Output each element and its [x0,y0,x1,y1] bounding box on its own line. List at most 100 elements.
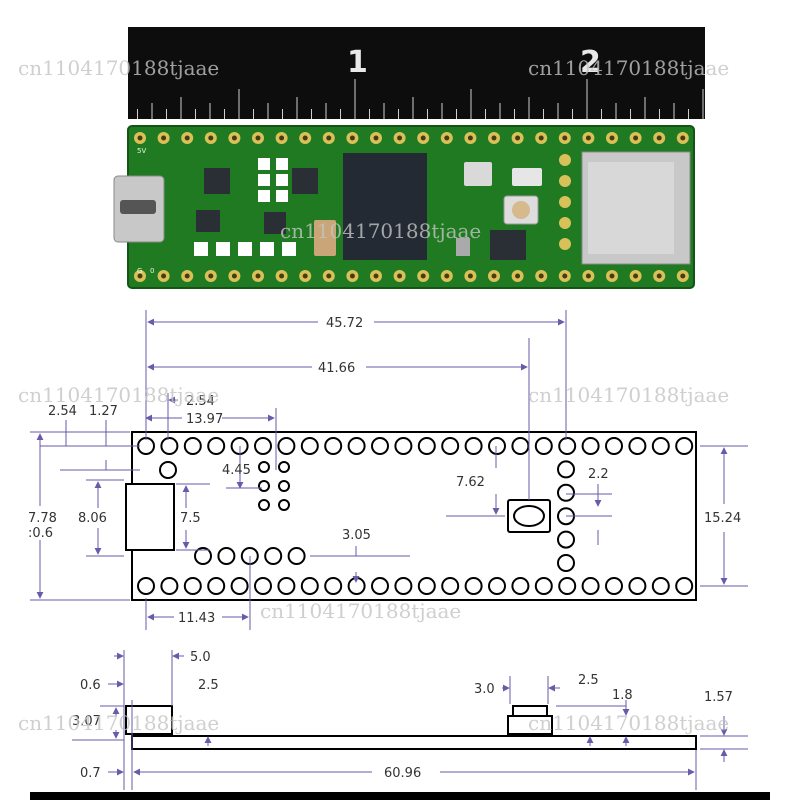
pcb-pad [559,196,571,208]
top-view-hole [159,461,177,479]
pcb-pad-hole [491,135,497,141]
pcb-pad-hole [515,273,521,279]
top-view-hole [183,437,202,455]
top-view-small-hole [258,480,270,492]
top-view-hole [324,437,343,455]
top-view-hole [581,437,600,455]
pcb-pad-hole [279,273,285,279]
dim-7-5: 7.5 [180,511,201,526]
watermark-text: cn1104170188tjaae [528,56,729,80]
top-view-hole [464,577,483,595]
dim-0-6: 0.6 [80,678,101,693]
pcb-pad-hole [609,135,615,141]
ruler: 1 2 [128,27,705,119]
pcb-pad-hole [420,135,426,141]
pcb-pad-hole [137,135,143,141]
pcb-mid-pads [194,158,296,256]
top-view-hole [557,530,575,549]
pcb-pad-hole [373,135,379,141]
pcb-pad-hole [585,273,591,279]
watermarks: cn1104170188tjaae cn1104170188tjaae cn11… [18,56,729,735]
ruler-ticks [137,79,704,119]
pcb-pad-hole [562,135,568,141]
dim-45-72: 45.72 [326,316,363,331]
top-view-hole [347,577,366,595]
pcb-lower-pad [194,242,208,256]
pcb-pad-hole [656,273,662,279]
top-view-hole [137,577,155,595]
crystal [464,162,492,186]
usb-port-opening [120,200,156,214]
pcb-pad-hole [444,273,450,279]
pcb-mid-pad [276,190,288,202]
pcb-pad-hole [373,273,379,279]
top-view-hole [651,577,670,595]
ruler-body [128,27,705,119]
pcb-pad-hole [420,273,426,279]
side-view-dimension-labels: 0.6 5.0 2.5 3.07 0.7 60.96 3.0 2.5 1.8 1… [72,650,733,781]
pcb-pad-hole [302,135,308,141]
side-view-board [131,735,697,750]
pcb-lower-pad [260,242,274,256]
top-view-hole [534,437,553,455]
top-view-hole [183,577,202,595]
pcb-pad [559,238,571,250]
top-view-hole [230,577,249,595]
pcb-pad-hole [184,135,190,141]
watermark-text: cn1104170188tjaae [18,56,219,80]
pcb-mid-pad [258,158,270,170]
top-view-hole [675,577,694,595]
pcb-pad-hole [161,135,167,141]
top-view-hole [371,437,389,455]
dim-2-5-right: 2.5 [578,673,599,688]
top-view-dimension-labels: 45.72 41.66 2.54 2.54 1.27 13.97 4.45 7.… [28,316,741,626]
top-view-hole [675,437,694,455]
dim-7-62: 7.62 [456,475,485,490]
pcb-pad-hole [491,273,497,279]
pcb-pad-hole [184,273,190,279]
top-view-hole [137,437,155,455]
silk-label: 0 [150,267,154,275]
top-view-holes [137,437,694,595]
top-view-hole [324,577,343,595]
top-view-hole [277,577,296,595]
top-view-hole [511,437,530,455]
pcb-pad-hole [680,135,686,141]
watermark-text: cn1104170188tjaae [280,219,481,243]
silk-label: 5V [137,147,146,155]
pcb-mid-pad [258,190,270,202]
pcb-pad-hole [279,135,285,141]
top-view-small-hole [278,461,290,473]
side-view-usb [125,705,173,735]
pcb-pad-hole [255,273,261,279]
top-view-hole [488,577,506,595]
side-view-button-cap [512,705,548,717]
led [456,238,470,256]
main-processor-chip [343,153,427,260]
dim-7-78: 7.78 [28,511,57,526]
top-view-hole [605,577,623,595]
top-view-small-hole [258,499,270,511]
dim-3-07: 3.07 [72,714,101,729]
top-view-usb-outline [125,483,175,551]
pcb-pad-hole [349,273,355,279]
pcb-pad-hole [680,273,686,279]
pcb-pad-hole [255,135,261,141]
watermark-text: cn1104170188tjaae [18,383,219,407]
top-view-hole [160,437,179,455]
pcb-pad-hole [562,273,568,279]
top-view-hole [264,547,283,565]
top-view-hole [394,437,413,455]
dim-15-24: 15.24 [704,511,741,526]
watermark-text: cn1104170188tjaae [18,711,219,735]
top-view-hole [207,577,226,595]
ruler-mark-2: 2 [580,45,601,80]
pcb-pad [559,154,571,166]
dim-1-57: 1.57 [704,690,733,705]
dim-60-96: 60.96 [384,766,421,781]
pcb-pad-hole [208,273,214,279]
pcb-pad-hole [538,135,544,141]
oscillator [512,168,542,186]
watermark-text: cn1104170188tjaae [260,599,461,623]
top-view-hole [557,460,575,479]
